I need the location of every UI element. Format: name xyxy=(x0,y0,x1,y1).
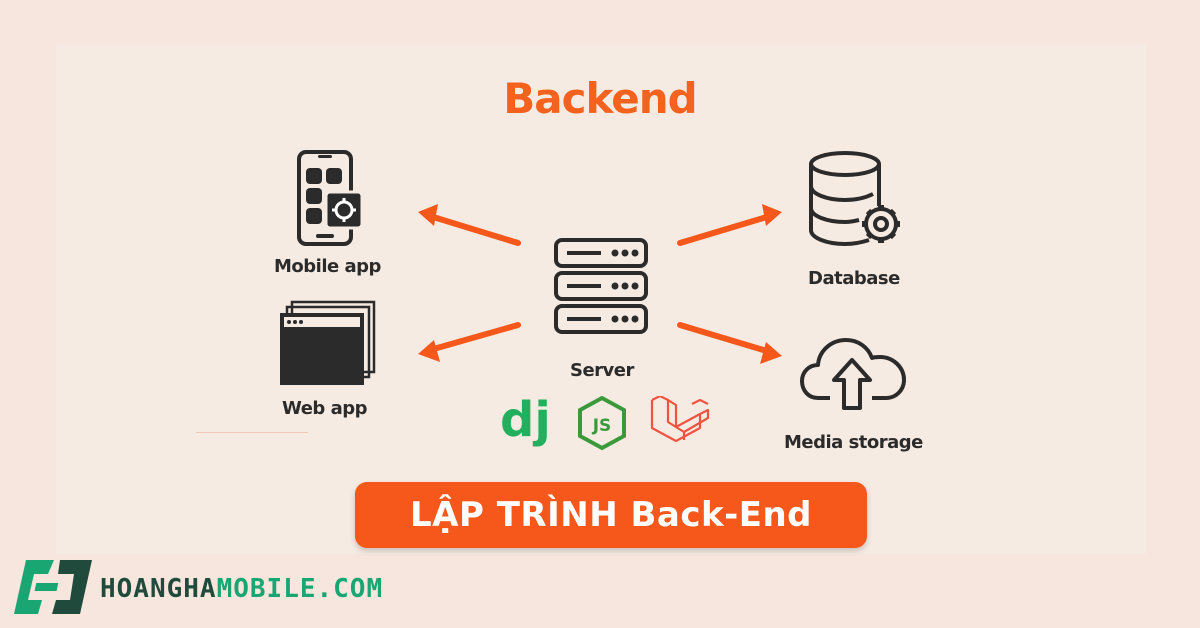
nodejs-logo-text: JS xyxy=(592,416,612,436)
topic-badge: LẬP TRÌNH Back-End xyxy=(355,482,867,548)
server-label: Server xyxy=(570,360,634,381)
arrow-to-media xyxy=(677,322,773,355)
database-icon xyxy=(805,150,905,250)
arrowhead-media xyxy=(760,342,782,364)
cloud-upload-icon xyxy=(800,334,906,410)
brand-name: HOANGHAMOBILE.COM xyxy=(100,574,383,604)
brand-name-part2: MOBILE.COM xyxy=(216,574,384,604)
arrowhead-mobile xyxy=(418,204,438,226)
nodejs-logo: JS xyxy=(576,396,628,452)
brand-logo-icon xyxy=(12,556,96,623)
arrowhead-database xyxy=(762,204,782,226)
page-title: Backend xyxy=(503,74,698,123)
mobile-app-icon xyxy=(296,150,366,246)
django-logo: dj xyxy=(500,392,552,452)
arrow-to-database xyxy=(677,213,773,246)
server-icon xyxy=(553,236,649,336)
media-storage-label: Media storage xyxy=(784,432,923,453)
arrow-to-mobile xyxy=(427,213,521,246)
arrowhead-web xyxy=(418,340,440,362)
brand-name-part1: HOANGHA xyxy=(100,574,217,604)
django-logo-text: dj xyxy=(500,392,551,448)
database-label: Database xyxy=(808,268,900,289)
divider xyxy=(196,432,308,433)
arrow-to-web xyxy=(427,322,521,353)
web-app-icon xyxy=(278,300,378,386)
mobile-app-label: Mobile app xyxy=(274,256,381,277)
laravel-logo xyxy=(646,396,716,446)
web-app-label: Web app xyxy=(282,398,368,419)
